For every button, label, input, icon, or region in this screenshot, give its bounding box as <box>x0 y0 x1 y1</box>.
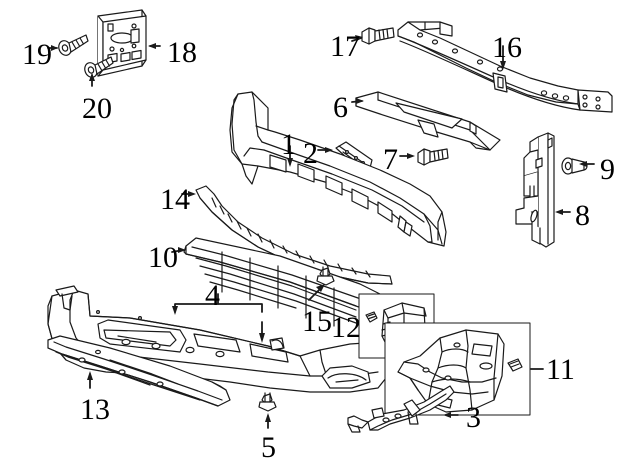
part-support-rail-3 <box>347 385 455 433</box>
part-upper-trim-6 <box>355 91 501 151</box>
leader-lines <box>47 35 595 429</box>
callout-20[interactable]: 20 <box>82 92 112 125</box>
part-bolt-17 <box>361 27 395 45</box>
callout-13[interactable]: 13 <box>80 393 110 426</box>
callout-1[interactable]: 1 <box>281 128 296 161</box>
part-side-bracket-8 <box>515 132 555 248</box>
callout-11[interactable]: 11 <box>546 353 575 386</box>
part-clip-5 <box>258 392 277 412</box>
callout-7[interactable]: 7 <box>383 143 398 176</box>
callout-17[interactable]: 17 <box>330 30 360 63</box>
callout-18[interactable]: 18 <box>167 36 197 69</box>
callout-9[interactable]: 9 <box>600 153 615 186</box>
part-bolt-7 <box>417 148 449 166</box>
part-grommet-9 <box>561 157 588 175</box>
part-valance-13 <box>47 335 231 407</box>
part-clip-15 <box>316 266 335 286</box>
callout-3[interactable]: 3 <box>466 401 481 434</box>
callout-12[interactable]: 12 <box>331 311 361 344</box>
callout-8[interactable]: 8 <box>575 199 590 232</box>
callout-14[interactable]: 14 <box>160 183 190 216</box>
callout-5[interactable]: 5 <box>261 431 276 464</box>
callout-19[interactable]: 19 <box>22 38 52 71</box>
callout-15[interactable]: 15 <box>302 305 332 338</box>
part-screw-20 <box>84 56 114 78</box>
part-screw-19 <box>58 34 89 56</box>
callout-4[interactable]: 4 <box>205 279 220 312</box>
callout-10[interactable]: 10 <box>148 241 178 274</box>
part-impact-bar-16 <box>397 21 613 113</box>
callout-6[interactable]: 6 <box>333 91 348 124</box>
part-air-deflector-11 <box>384 322 531 416</box>
callout-2[interactable]: 2 <box>303 137 318 170</box>
part-bumper-reinforcement-1 <box>229 91 447 247</box>
callout-16[interactable]: 16 <box>492 31 522 64</box>
